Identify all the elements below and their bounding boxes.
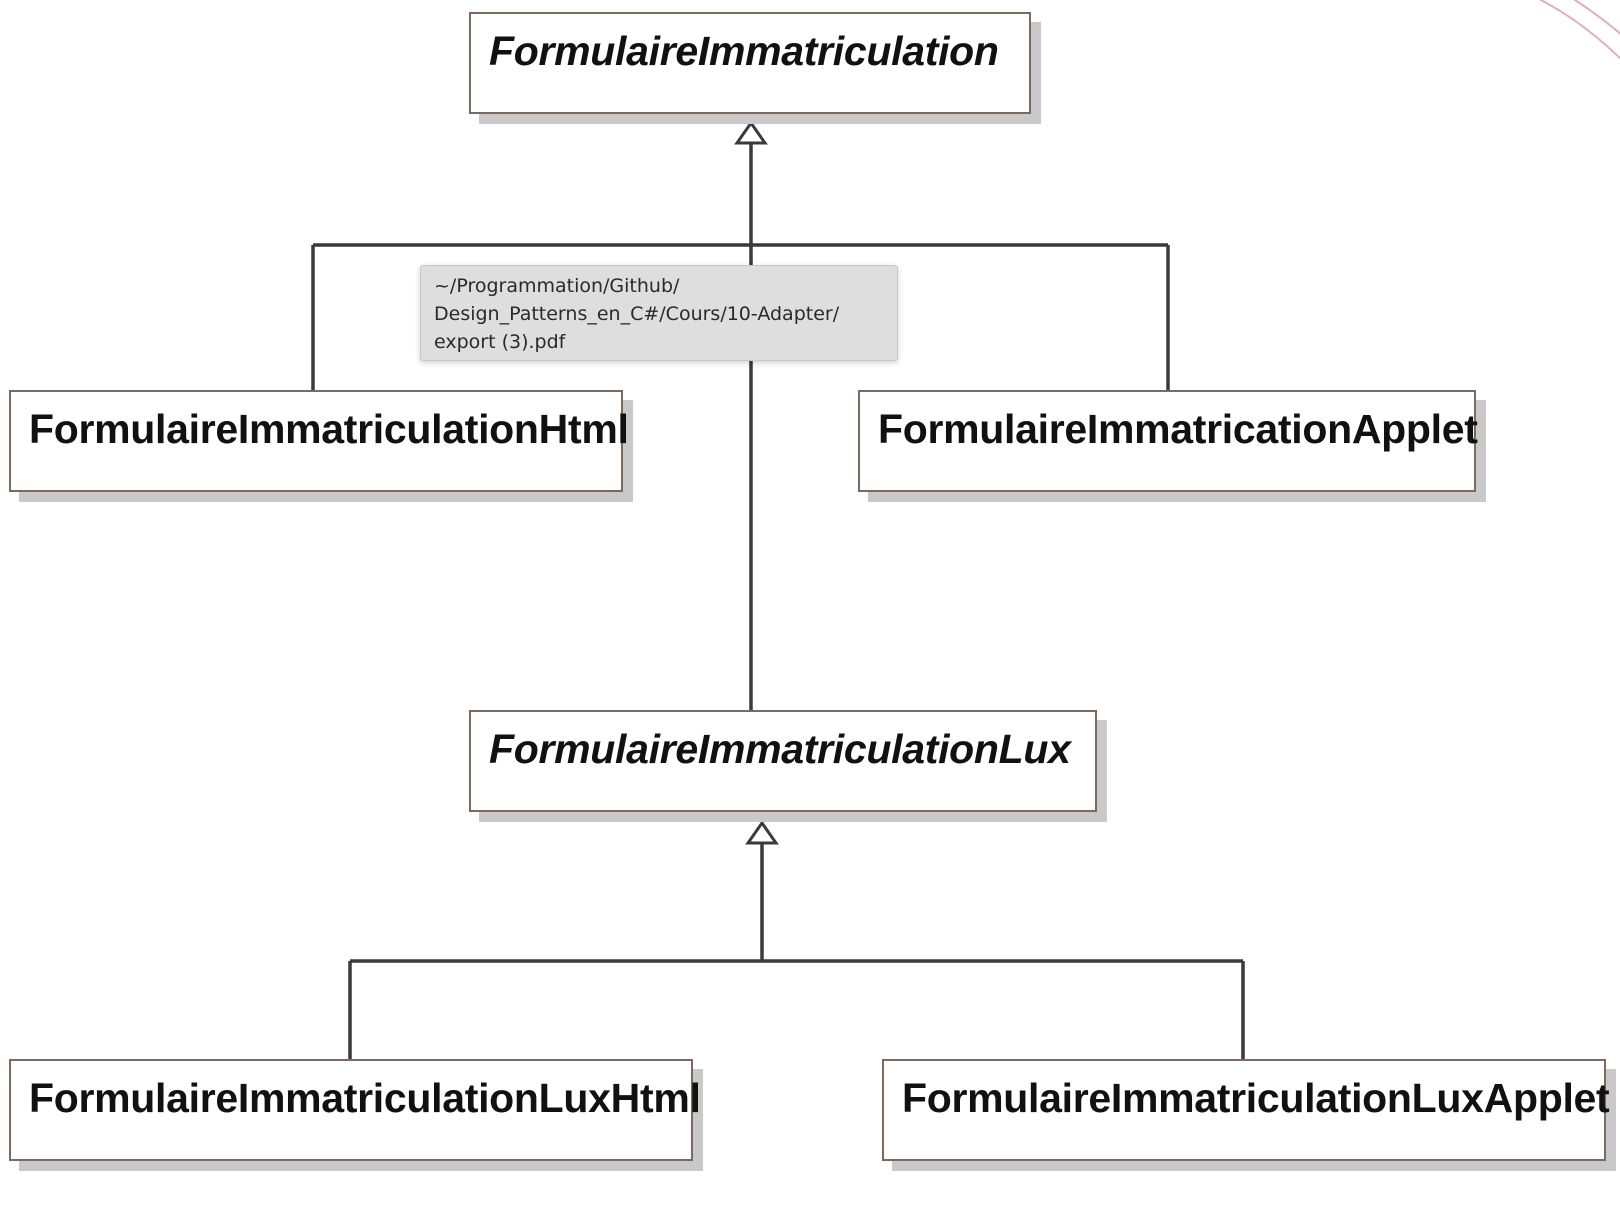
class-formulaire-immatriculation-lux-applet: FormulaireImmatriculationLuxApplet xyxy=(882,1059,1610,1161)
class-name: FormulaireImmatriculationLuxHtml xyxy=(29,1075,701,1121)
tooltip-line: export (3).pdf xyxy=(434,331,566,353)
file-path-tooltip: ~/Programmation/Github/ Design_Patterns_… xyxy=(420,265,898,361)
tooltip-line: Design_Patterns_en_C#/Cours/10-Adapter/ xyxy=(434,303,840,325)
generalization-top xyxy=(311,120,1170,710)
generalization-arrowhead-lux xyxy=(745,820,779,845)
class-name: FormulaireImmatriculationLuxApplet xyxy=(902,1075,1610,1121)
class-formulaire-immatriculation-html: FormulaireImmatriculationHtml xyxy=(9,390,629,492)
class-name: FormulaireImmatriculation xyxy=(489,28,999,74)
class-formulaire-immatriculation-lux: FormulaireImmatriculationLux xyxy=(469,710,1097,812)
tooltip-line: ~/Programmation/Github/ xyxy=(434,275,680,297)
class-formulaire-immatrication-applet: FormulaireImmatricationApplet xyxy=(858,390,1478,492)
class-name: FormulaireImmatricationApplet xyxy=(878,406,1478,452)
class-name: FormulaireImmatriculationHtml xyxy=(29,406,629,452)
class-name: FormulaireImmatriculationLux xyxy=(489,726,1071,772)
generalization-arrowhead-top xyxy=(734,120,768,145)
generalization-lux xyxy=(348,820,1245,1059)
class-formulaire-immatriculation-lux-html: FormulaireImmatriculationLuxHtml xyxy=(9,1059,701,1161)
class-formulaire-immatriculation: FormulaireImmatriculation xyxy=(469,12,1031,114)
